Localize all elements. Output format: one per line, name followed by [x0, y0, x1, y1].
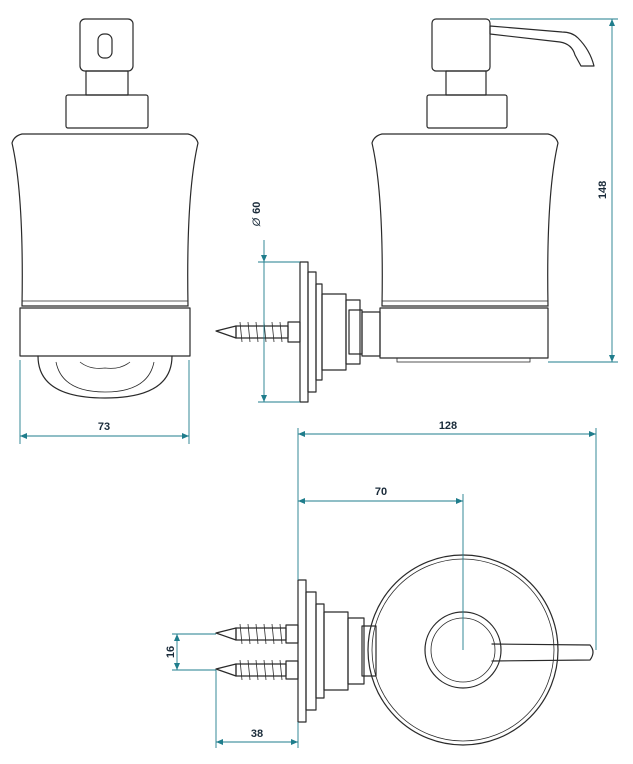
top-screw-upper	[215, 623, 299, 645]
dimension-depth-total-label: 128	[439, 420, 457, 432]
front-view	[11, 18, 199, 399]
dimension-diameter-plate: Ø 60	[251, 202, 300, 403]
side-view	[361, 18, 595, 363]
dimension-diameter-symbol: Ø	[251, 216, 263, 227]
dimension-screw-length-label: 38	[251, 728, 263, 740]
wall-screw-middle	[215, 321, 301, 343]
side-holder-ring	[379, 307, 549, 359]
wall-plate-side-view	[215, 261, 363, 403]
svg-text:Ø60: Ø 60	[251, 202, 263, 228]
dimension-depth-total: 128	[297, 420, 597, 650]
front-bottom-cup	[37, 355, 173, 399]
front-pump-head	[79, 18, 134, 72]
dimension-height-side: 148	[490, 18, 618, 363]
dimension-width-front-label: 73	[98, 421, 110, 433]
top-screw-lower	[215, 659, 299, 681]
top-wall-plate	[297, 579, 307, 723]
side-spout	[489, 25, 595, 67]
side-pump-stem	[445, 70, 487, 96]
front-pump-slot	[97, 33, 113, 59]
side-glass-body	[371, 133, 559, 307]
top-view	[215, 554, 594, 746]
top-spout	[491, 643, 594, 662]
dimension-screw-spacing: 16	[165, 633, 216, 671]
wall-mount-block	[321, 293, 347, 371]
front-pump-stem	[85, 70, 129, 96]
wall-plate-step	[307, 271, 317, 393]
front-neck	[65, 94, 149, 129]
top-mount-block	[323, 611, 349, 691]
front-glass-body	[11, 133, 199, 307]
front-holder-ring	[19, 307, 191, 357]
side-arm	[361, 311, 381, 357]
dimension-depth-center: 70	[298, 486, 464, 650]
side-pump-head	[431, 18, 491, 72]
dimension-height-side-label: 148	[597, 181, 609, 199]
dimension-screw-length: 38	[215, 670, 299, 748]
dimension-width-front: 73	[19, 360, 190, 444]
dimension-diameter-value: 60	[251, 202, 263, 214]
wall-plate	[299, 261, 309, 403]
dimension-screw-spacing-label: 16	[165, 646, 177, 658]
dimension-depth-center-label: 70	[375, 486, 387, 498]
side-neck	[426, 94, 508, 129]
